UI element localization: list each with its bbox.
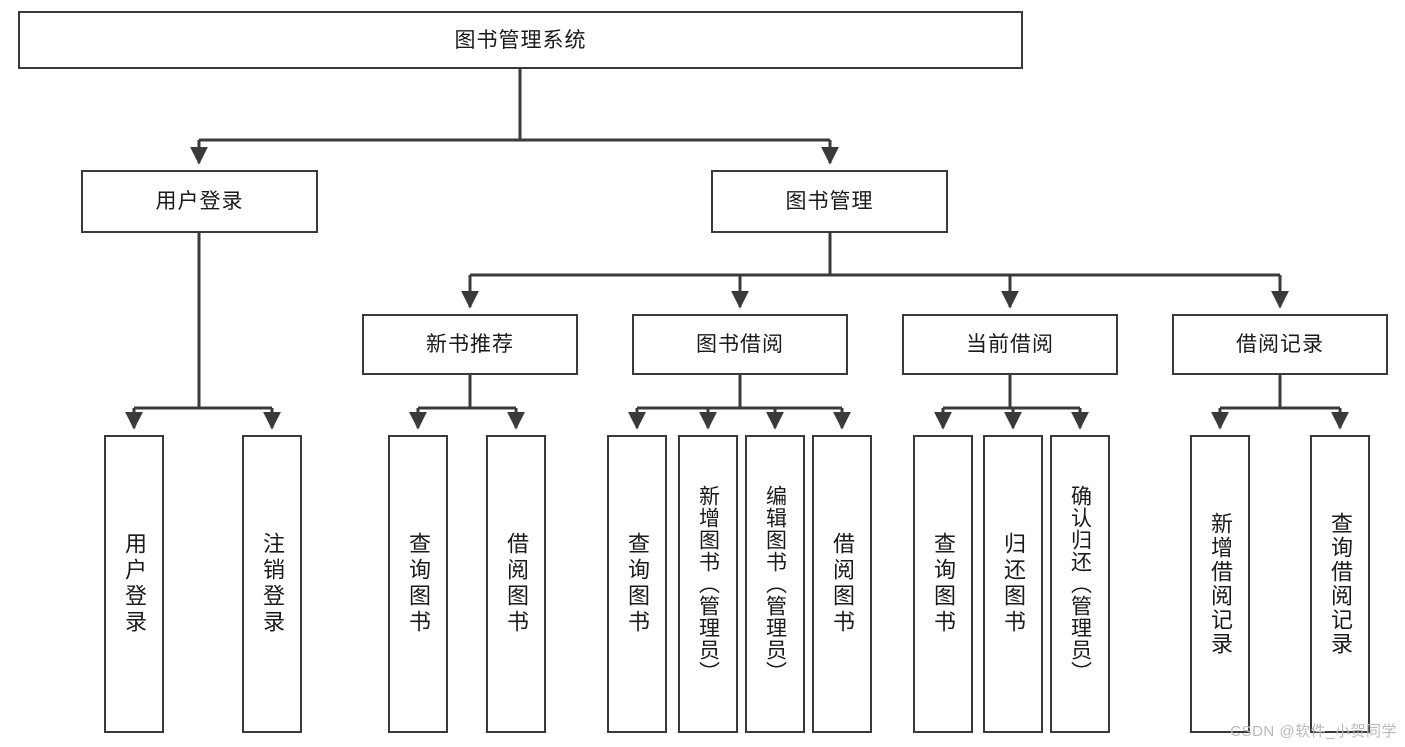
node-book-borrow-label: 图书借阅 <box>696 333 784 356</box>
leaf-logout-login[interactable]: 注销登录 <box>242 435 302 733</box>
leaf-add-borrow-record[interactable]: 新增借阅记录 <box>1190 435 1250 733</box>
node-root[interactable]: 图书管理系统 <box>18 11 1023 69</box>
node-user-login[interactable]: 用户登录 <box>81 170 318 233</box>
leaf-borrow-book[interactable]: 借阅图书 <box>812 435 872 733</box>
node-book-management-label: 图书管理 <box>785 190 874 213</box>
node-borrow-record[interactable]: 借阅记录 <box>1172 314 1388 375</box>
leaf-logout-login-label: 注销登录 <box>260 532 285 636</box>
leaf-user-login-label: 用户登录 <box>122 532 147 636</box>
leaf-query-book-borrow[interactable]: 查询图书 <box>607 435 667 733</box>
leaf-query-borrow-record-label: 查询借阅记录 <box>1328 512 1353 656</box>
node-current-borrow-label: 当前借阅 <box>966 333 1054 356</box>
leaf-confirm-return-admin[interactable]: 确认归还（管理员） <box>1050 435 1110 733</box>
leaf-return-book-label: 归还图书 <box>1001 532 1026 636</box>
leaf-query-book-current[interactable]: 查询图书 <box>913 435 973 733</box>
node-new-book-recommend[interactable]: 新书推荐 <box>362 314 578 375</box>
node-book-management[interactable]: 图书管理 <box>711 170 948 233</box>
node-current-borrow[interactable]: 当前借阅 <box>902 314 1118 375</box>
leaf-borrow-book-recommend[interactable]: 借阅图书 <box>486 435 546 733</box>
leaf-query-book-recommend-label: 查询图书 <box>406 532 431 636</box>
node-new-book-recommend-label: 新书推荐 <box>426 333 514 356</box>
leaf-user-login[interactable]: 用户登录 <box>104 435 164 733</box>
watermark-text: CSDN @软件_小贺同学 <box>1230 723 1397 740</box>
node-root-label: 图书管理系统 <box>454 28 587 52</box>
leaf-borrow-book-recommend-label: 借阅图书 <box>504 532 529 636</box>
leaf-add-borrow-record-label: 新增借阅记录 <box>1208 512 1233 656</box>
leaf-edit-book-admin-label: 编辑图书（管理员） <box>763 485 787 683</box>
leaf-query-book-recommend[interactable]: 查询图书 <box>388 435 448 733</box>
leaf-return-book[interactable]: 归还图书 <box>983 435 1043 733</box>
leaf-add-book-admin-label: 新增图书（管理员） <box>696 485 720 683</box>
node-user-login-label: 用户登录 <box>155 190 244 213</box>
leaf-edit-book-admin[interactable]: 编辑图书（管理员） <box>745 435 805 733</box>
node-book-borrow[interactable]: 图书借阅 <box>632 314 848 375</box>
leaf-query-borrow-record[interactable]: 查询借阅记录 <box>1310 435 1370 733</box>
leaf-borrow-book-label: 借阅图书 <box>830 532 855 636</box>
leaf-query-book-borrow-label: 查询图书 <box>625 532 650 636</box>
node-borrow-record-label: 借阅记录 <box>1236 333 1324 356</box>
leaf-confirm-return-admin-label: 确认归还（管理员） <box>1068 485 1092 683</box>
leaf-query-book-current-label: 查询图书 <box>931 532 956 636</box>
leaf-add-book-admin[interactable]: 新增图书（管理员） <box>678 435 738 733</box>
